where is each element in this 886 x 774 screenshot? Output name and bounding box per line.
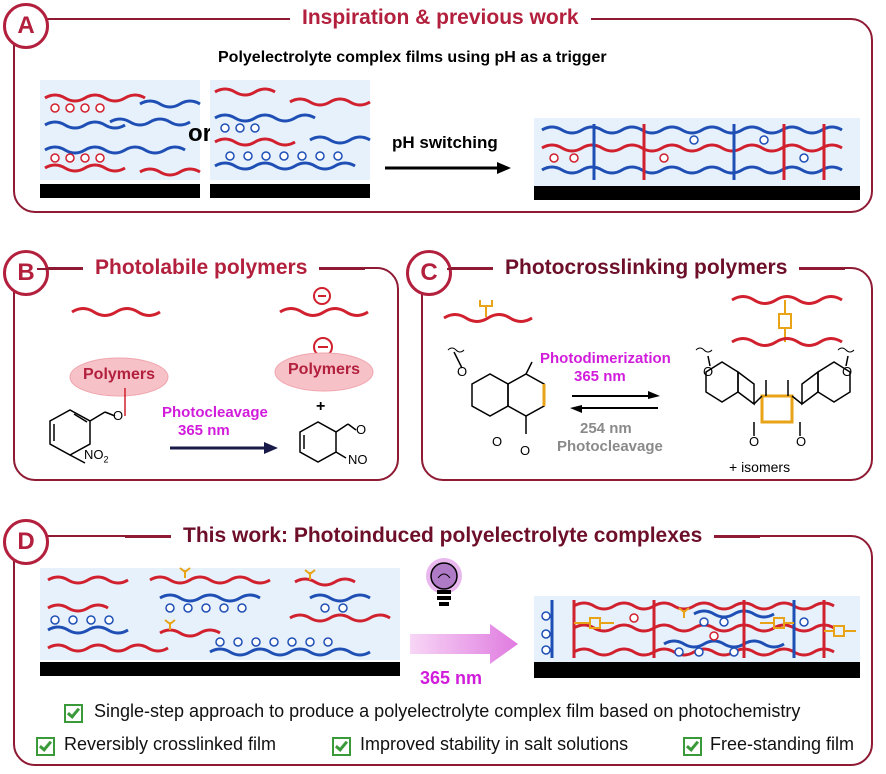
uv-arrow-label: 365 nm bbox=[420, 668, 483, 688]
panel-a-subtitle: Polyelectrolyte complex films using pH a… bbox=[218, 49, 607, 66]
photocleavage-nm: 365 nm bbox=[178, 422, 230, 439]
equilibrium-arrows-icon bbox=[570, 391, 660, 413]
coumarin-o3: O bbox=[520, 443, 531, 458]
polymer-ellipse-left bbox=[69, 357, 169, 397]
panel-c-letter: C bbox=[406, 250, 452, 296]
panel-a-title: Inspiration & previous work bbox=[244, 6, 637, 30]
ph-film-result bbox=[534, 118, 860, 200]
nitrosobenzaldehyde-structure bbox=[299, 421, 357, 463]
or-label: or bbox=[188, 120, 212, 147]
feature-single-step: Single-step approach to produce a polyel… bbox=[94, 701, 801, 721]
photodimerization-nm: 365 nm bbox=[574, 368, 626, 385]
panel-c bbox=[421, 267, 873, 481]
bulb-icon bbox=[426, 558, 462, 606]
nitrobenzyl-structure bbox=[49, 388, 126, 464]
panel-d-title: This work: Photoinduced polyelectrolyte … bbox=[124, 524, 761, 548]
anion-icon-chain bbox=[313, 287, 331, 305]
check-icon bbox=[332, 737, 351, 756]
coumarin-structure bbox=[447, 347, 546, 434]
polymer-ellipse-right bbox=[274, 352, 374, 392]
check-icon bbox=[683, 737, 702, 756]
photo-film-result bbox=[534, 596, 860, 678]
feature-free-standing: Free-standing film bbox=[710, 734, 855, 754]
dimer-o1: O bbox=[703, 364, 714, 379]
photo-film-left bbox=[40, 567, 400, 676]
panel-b-letter: B bbox=[3, 250, 49, 296]
dimer-structure bbox=[695, 347, 855, 436]
uv-arrow-icon bbox=[410, 624, 518, 664]
dimer-o3: O bbox=[749, 434, 760, 449]
ph-film-right bbox=[210, 80, 371, 198]
feature-salt-stability: Improved stability in salt solutions bbox=[360, 734, 629, 754]
photocleavage-c-label: Photocleavage bbox=[557, 438, 663, 455]
polymers-label-right: Polymers bbox=[288, 361, 361, 378]
aldehyde-o-label: O bbox=[356, 422, 367, 437]
photodimerization-label: Photodimerization bbox=[540, 350, 671, 367]
no-label: NO bbox=[348, 452, 368, 467]
check-icon bbox=[36, 737, 55, 756]
ph-arrow-icon bbox=[385, 162, 511, 174]
polymer-chain-b-left bbox=[71, 307, 161, 317]
polymers-label-left: Polymers bbox=[83, 366, 156, 383]
feature-reversible: Reversibly crosslinked film bbox=[64, 734, 277, 754]
panel-b-title: Photolabile polymers bbox=[36, 256, 366, 280]
plus-b: + bbox=[316, 398, 326, 415]
coumarin-o1: O bbox=[457, 364, 468, 379]
photocleavage-c-nm: 254 nm bbox=[580, 420, 632, 437]
panel-c-title: Photocrosslinking polymers bbox=[446, 256, 846, 280]
panel-d-letter: D bbox=[3, 519, 49, 565]
no2-label: NO2 bbox=[84, 447, 109, 465]
photocleavage-label: Photocleavage bbox=[162, 404, 268, 421]
check-icon bbox=[64, 704, 83, 723]
dimer-chains bbox=[731, 295, 843, 347]
dimer-o2: O bbox=[842, 364, 853, 379]
coumarin-o2: O bbox=[492, 434, 503, 449]
dimer-o4: O bbox=[796, 434, 807, 449]
ph-film-left bbox=[40, 80, 201, 198]
ph-switch-label: pH switching bbox=[392, 133, 498, 152]
coumarin-chain bbox=[443, 300, 533, 323]
polymer-chain-b-right bbox=[279, 307, 369, 317]
ether-o-label: O bbox=[113, 408, 124, 423]
photocleavage-arrow-icon bbox=[170, 442, 278, 454]
panel-a-letter: A bbox=[3, 3, 49, 49]
isomers-label: + isomers bbox=[729, 459, 791, 475]
